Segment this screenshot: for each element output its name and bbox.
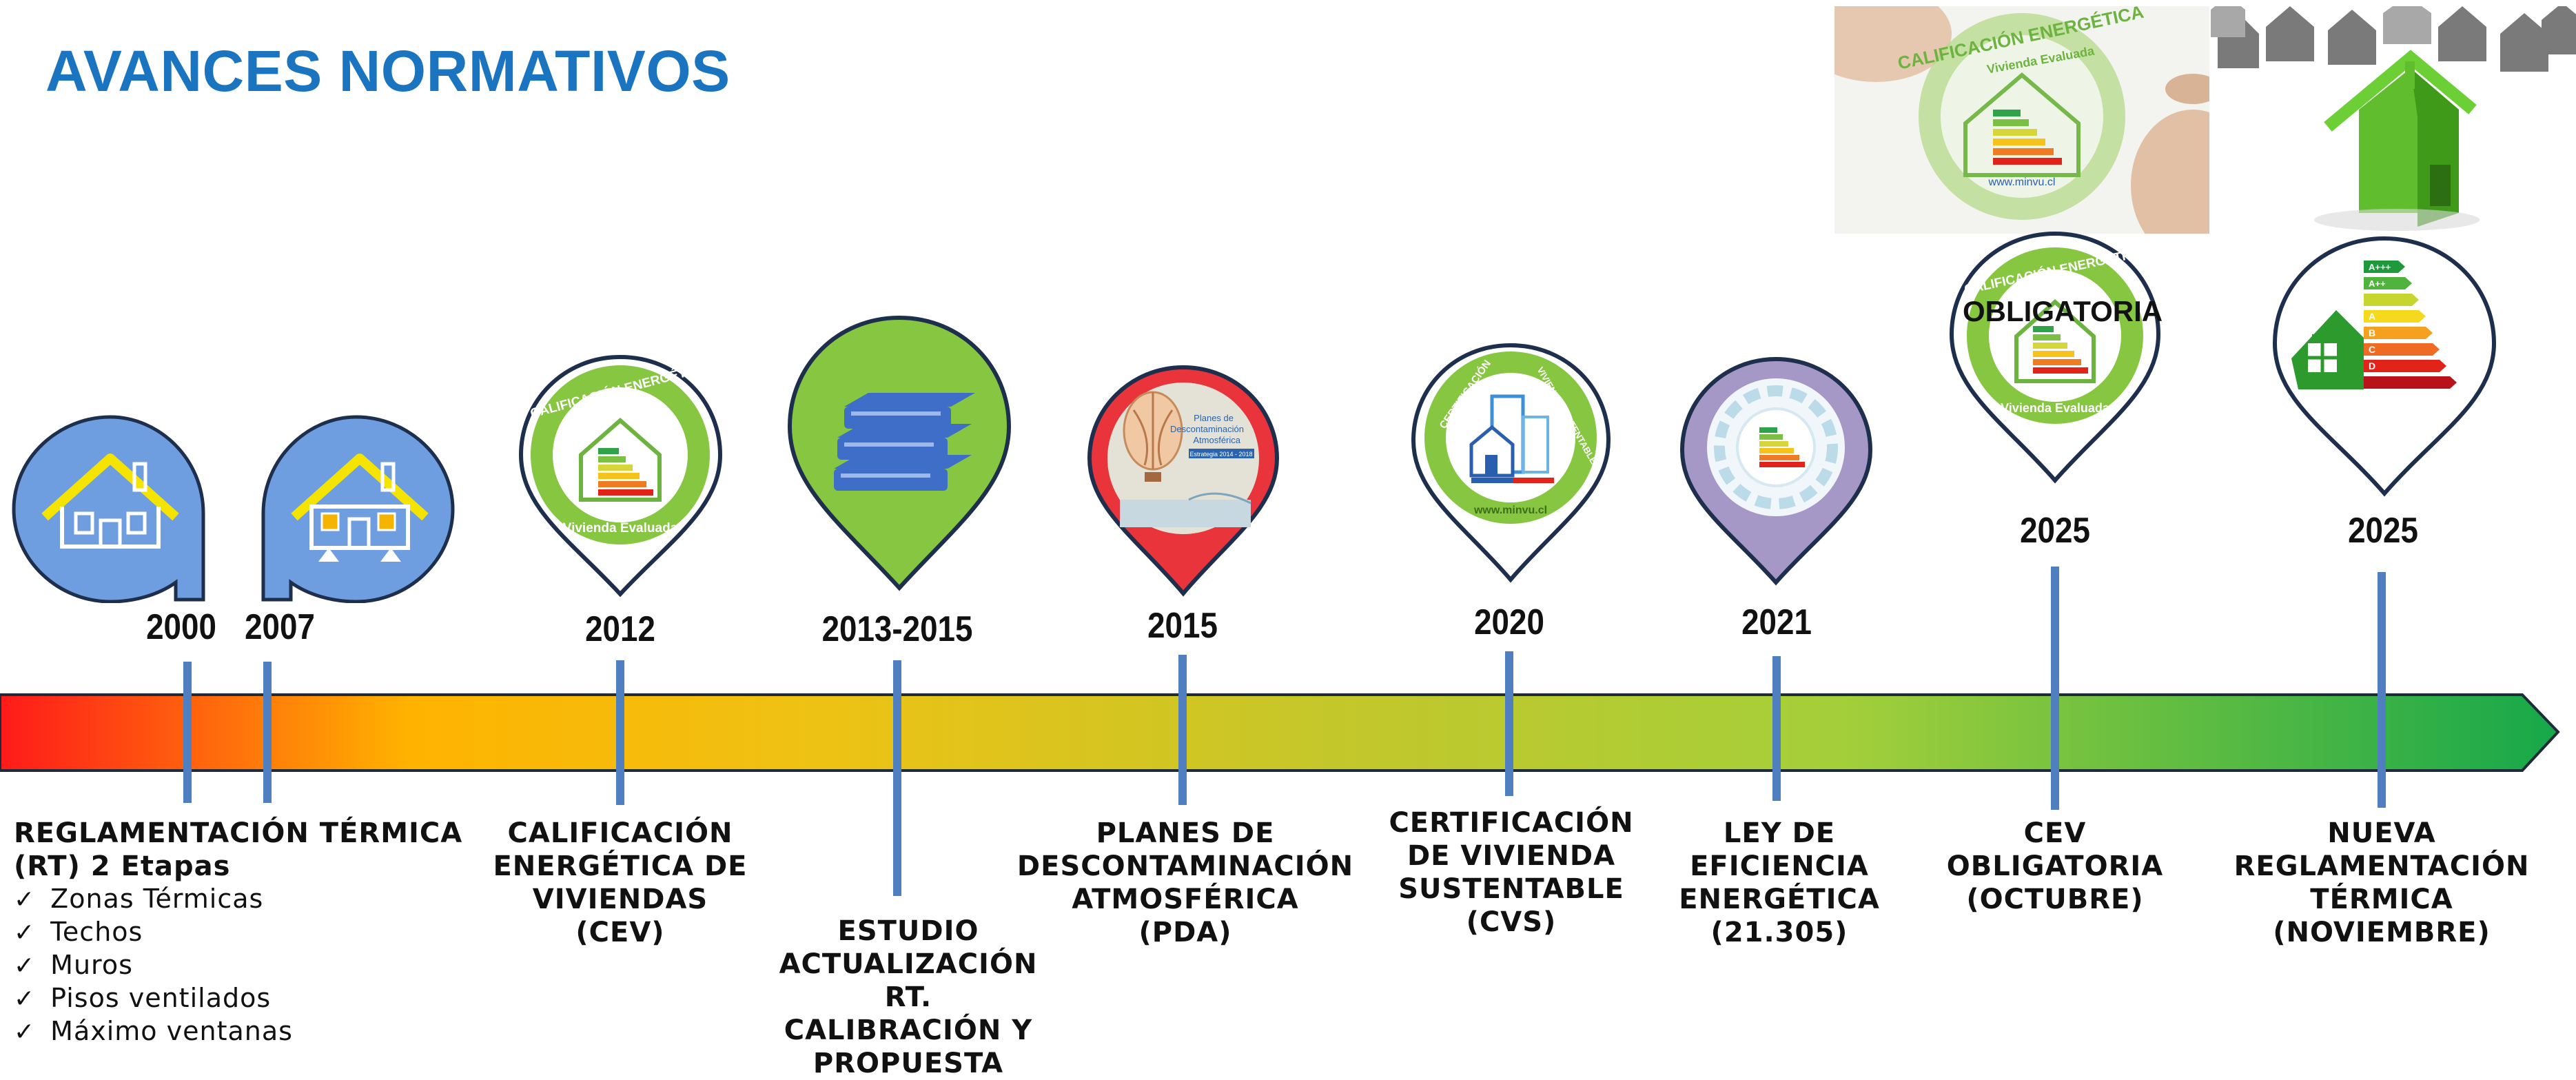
svg-text:Descontaminación: Descontaminación: [1170, 424, 1244, 434]
year-2020: 2020: [1474, 602, 1544, 642]
year-2012: 2012: [585, 609, 655, 649]
energy-rating-house-icon: A+++ A++ A B C D: [2291, 261, 2457, 389]
svg-text:Atmosférica: Atmosférica: [1193, 435, 1240, 445]
year-2025-rt: 2025: [2348, 511, 2418, 551]
pin-2020: CERTIFICACIÓN VIVIENDA SUSTENTABLE www.m…: [1411, 343, 1611, 583]
pin-2025-cev: CALIFICACIÓN ENERGÉTICA Vivienda Evaluad…: [1949, 231, 2161, 484]
pin-2000: [12, 415, 205, 603]
year-2015: 2015: [1147, 606, 1218, 646]
rt-item: Techos: [14, 916, 462, 949]
rt-item: Zonas Térmicas: [14, 883, 462, 916]
svg-text:Planes de: Planes de: [1194, 413, 1234, 423]
pin-2015: Planes de Descontaminación Atmosférica E…: [1087, 365, 1280, 597]
label-pda: PLANES DE DESCONTAMINACIÓN ATMOSFÉRICA (…: [1016, 817, 1354, 948]
energy-label-seal-icon: CALIFICACIÓN ENERGÉTICA Vivienda Evaluad…: [529, 359, 710, 544]
house-icon: [291, 454, 429, 562]
year-2025-cev: 2025: [2020, 511, 2090, 551]
svg-text:D: D: [2369, 360, 2375, 371]
svg-text:www.minvu.cl: www.minvu.cl: [1988, 176, 2056, 188]
year-2007: 2007: [245, 607, 315, 647]
rt-heading-line-1: REGLAMENTACIÓN TÉRMICA: [14, 817, 463, 849]
energy-label-photo: www.minvu.cl CALIFICACIÓN ENERGÉTICA Viv…: [1834, 6, 2209, 234]
efficiency-gear-icon: [1707, 378, 1845, 516]
pin-2021: [1679, 356, 1873, 586]
label-estudio-rt: ESTUDIO ACTUALIZACIÓN RT. CALIBRACIÓN Y …: [779, 915, 1038, 1079]
books-icon: [834, 393, 975, 491]
timeline-arrow: [0, 693, 2560, 772]
svg-text:C: C: [2369, 344, 2375, 355]
year-2021: 2021: [1741, 602, 1812, 642]
svg-text:B: B: [2369, 327, 2375, 338]
pin-2013-2015: [787, 315, 1012, 591]
rt-item: Pisos ventilados: [14, 982, 462, 1015]
svg-text:Vivienda Evaluada: Vivienda Evaluada: [2001, 401, 2110, 415]
svg-text:Estrategia 2014 - 2018: Estrategia 2014 - 2018: [1189, 451, 1252, 458]
pda-document-icon: Planes de Descontaminación Atmosférica E…: [1107, 383, 1259, 534]
rt-item: Máximo ventanas: [14, 1015, 462, 1048]
rt-item: Muros: [14, 949, 462, 982]
year-2013-2015: 2013-2015: [821, 609, 973, 649]
house-icon: [41, 454, 179, 549]
svg-text:www.minvu.cl: www.minvu.cl: [1473, 505, 1547, 516]
pin-2007: [261, 415, 455, 603]
label-cvs: CERTIFICACIÓN DE VIVIENDA SUSTENTABLE (C…: [1389, 807, 1634, 938]
green-house-photo: [2211, 6, 2576, 234]
svg-text:A++: A++: [2369, 278, 2386, 289]
rt-items: Zonas Térmicas Techos Muros Pisos ventil…: [14, 883, 462, 1048]
pin-2012: CALIFICACIÓN ENERGÉTICA Vivienda Evaluad…: [518, 354, 723, 598]
svg-text:A: A: [2369, 311, 2375, 322]
svg-text:Vivienda Evaluada: Vivienda Evaluada: [563, 521, 678, 536]
svg-text:A+++: A+++: [2369, 262, 2391, 272]
rt-heading-line-2: (RT) 2 Etapas: [14, 850, 231, 882]
year-2000: 2000: [146, 607, 216, 647]
page-title: AVANCES NORMATIVOS: [45, 39, 730, 103]
rt-description: REGLAMENTACIÓN TÉRMICA (RT) 2 Etapas Zon…: [14, 817, 462, 1048]
label-cev-obligatoria: CEV OBLIGATORIA (OCTUBRE): [1946, 817, 2164, 915]
label-ley-eficiencia: LEY DE EFICIENCIA ENERGÉTICA (21.305): [1679, 817, 1880, 948]
label-cev: CALIFICACIÓN ENERGÉTICA DE VIVIENDAS (CE…: [493, 817, 748, 948]
pin-2025-rt: A+++ A++ A B C D: [2272, 236, 2497, 497]
obligatoria-overlay: OBLIGATORIA: [1963, 295, 2163, 327]
label-nueva-rt: NUEVA REGLAMENTACIÓN TÉRMICA (NOVIEMBRE): [2233, 817, 2530, 948]
